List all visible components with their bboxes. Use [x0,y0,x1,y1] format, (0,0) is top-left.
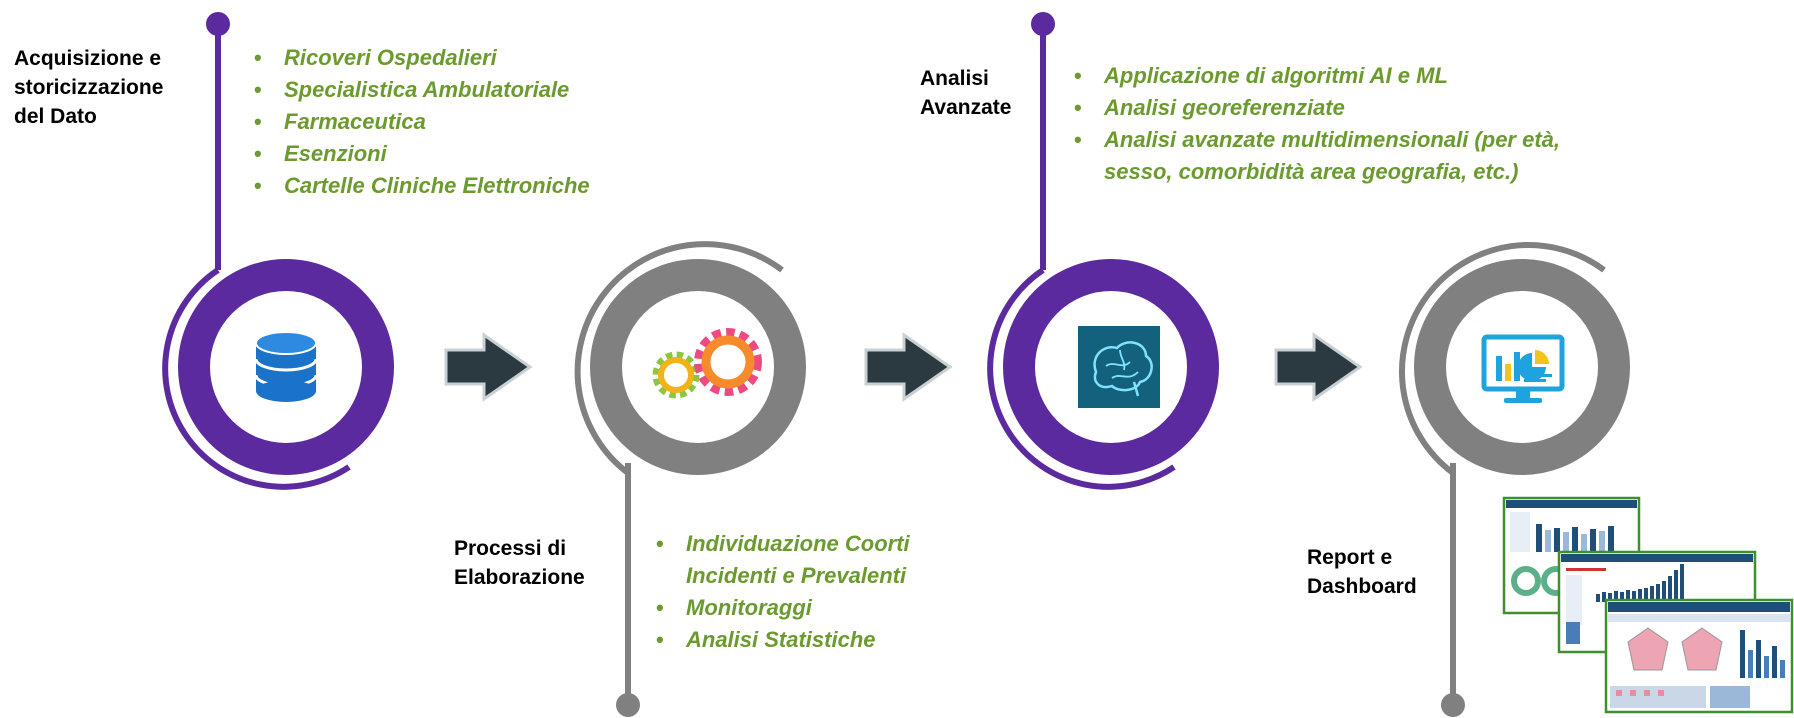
stage-2-outer-arc [574,241,784,476]
stage-4-title-line: Report e [1307,546,1393,569]
stage-2-title-line: Processi di [454,537,567,560]
stage-2-bullet-list: Individuazione Coorti Incidenti e Preval… [650,528,910,656]
bullet-item: Ricoveri Ospedalieri [248,42,590,74]
bullet-text: Cartelle Cliniche Elettroniche [284,173,590,198]
stage-1-bullet-list: Ricoveri Ospedalieri Specialistica Ambul… [248,42,590,202]
bullet-text: sesso, comorbidità area geografia, etc.) [1104,159,1519,184]
bullet-item: Analisi avanzate multidimensionali (per … [1068,124,1560,188]
bullet-text: Specialistica Ambulatoriale [284,77,570,102]
stage-1-connector-dot [206,12,230,36]
stage-4-title-line: Dashboard [1307,575,1417,598]
bullet-item: Esenzioni [248,138,590,170]
bullet-item: Monitoraggi [650,592,910,624]
dashboard-thumbnail-3 [1604,598,1794,714]
stage-1-node [162,12,394,490]
stage-4-connector-dot [1441,693,1465,717]
stage-1-title-line: del Dato [14,105,97,128]
stage-3-title-line: Avanzate [920,96,1012,119]
bullet-item: Farmaceutica [248,106,590,138]
stage-3-node [987,12,1219,490]
bullet-item: Individuazione Coorti Incidenti e Preval… [650,528,910,592]
stage-1-title-line: Acquisizione e [14,47,162,70]
stage-4-title: Report e Dashboard [1307,543,1417,601]
stage-3-title-line: Analisi [920,67,989,90]
stage-4-node [1399,242,1630,717]
brain-icon [1078,326,1160,408]
bullet-text: Farmaceutica [284,109,426,134]
stage-1-title-line: storicizzazione [14,76,164,99]
bullet-text: Esenzioni [284,141,387,166]
bullet-text: Ricoveri Ospedalieri [284,45,497,70]
stage-2-node [574,241,806,717]
bullet-text: Analisi avanzate multidimensionali (per … [1104,127,1561,152]
bullet-text: Monitoraggi [686,595,812,620]
monitor-chart-icon [1481,334,1565,403]
stage-2-title: Processi di Elaborazione [454,534,585,592]
flow-arrow-2 [864,332,953,402]
stage-2-title-line: Elaborazione [454,566,585,589]
bullet-item: Specialistica Ambulatoriale [248,74,590,106]
bullet-text: Analisi georeferenziate [1104,95,1345,120]
database-icon [254,331,318,402]
bullet-item: Analisi Statistiche [650,624,910,656]
stage-3-outer-arc [987,267,1176,490]
flow-arrow-3 [1274,332,1363,402]
stage-1-outer-arc [162,267,351,490]
bullet-item: Applicazione di algoritmi AI e ML [1068,60,1560,92]
stage-4-outer-arc [1399,242,1606,476]
stage-1-title: Acquisizione e storicizzazione del Dato [14,44,163,131]
stage-3-connector-dot [1031,12,1055,36]
stage-3-title: Analisi Avanzate [920,64,1011,122]
bullet-item: Analisi georeferenziate [1068,92,1560,124]
bullet-text: Applicazione di algoritmi AI e ML [1104,63,1448,88]
bullet-text: Incidenti e Prevalenti [686,563,907,588]
stage-3-bullet-list: Applicazione di algoritmi AI e ML Analis… [1068,60,1560,188]
bullet-item: Cartelle Cliniche Elettroniche [248,170,590,202]
dashboard-screenshots [1502,496,1794,714]
gears-icon [652,328,762,399]
bullet-text: Individuazione Coorti [686,531,910,556]
stage-2-connector-dot [616,693,640,717]
flow-arrow-1 [444,332,533,402]
bullet-text: Analisi Statistiche [686,627,876,652]
